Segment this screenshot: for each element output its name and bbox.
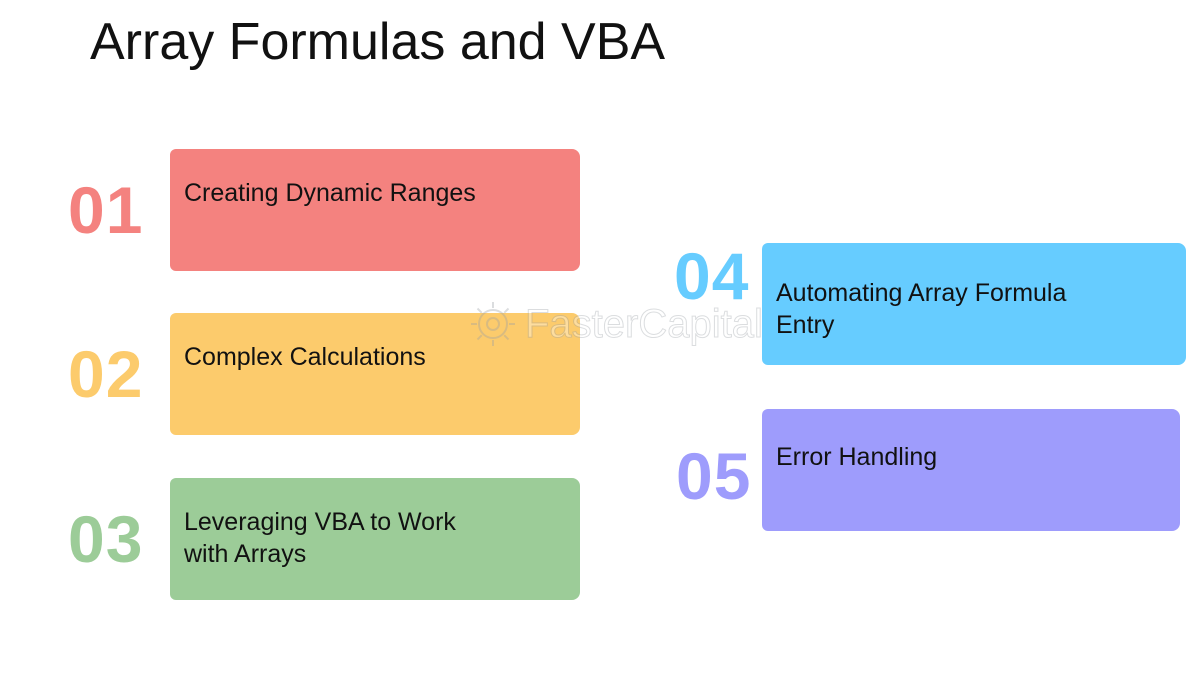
list-item-02: 02 Complex Calculations	[50, 313, 580, 435]
item-number: 05	[676, 439, 752, 513]
list-item-03: 03 Leveraging VBA to Work with Arrays	[50, 478, 580, 600]
item-card: Leveraging VBA to Work with Arrays	[176, 478, 580, 600]
item-number: 03	[68, 502, 144, 576]
item-label: Complex Calculations	[184, 343, 426, 371]
page-title: Array Formulas and VBA	[90, 13, 666, 71]
item-number: 02	[68, 337, 144, 411]
item-card: Creating Dynamic Ranges	[176, 149, 580, 271]
list-item-05: Error Handling 05	[670, 409, 1182, 531]
card-edge	[762, 409, 768, 531]
item-number: 04	[674, 239, 750, 313]
card-edge	[762, 243, 768, 365]
item-card: Error Handling	[768, 409, 1180, 531]
item-label: Creating Dynamic Ranges	[184, 179, 476, 207]
item-card: Automating Array Formula Entry	[768, 243, 1186, 365]
list-item-04: Automating Array Formula Entry 04	[670, 239, 1186, 365]
item-number: 01	[68, 173, 144, 247]
card-edge	[170, 149, 176, 271]
card-edge	[170, 313, 176, 435]
item-label: Automating Array Formula Entry	[776, 279, 1067, 339]
item-card: Complex Calculations	[176, 313, 580, 435]
item-label: Error Handling	[776, 443, 938, 471]
card-edge	[170, 478, 176, 600]
list-item-01: 01 Creating Dynamic Ranges	[50, 149, 580, 271]
item-label: Leveraging VBA to Work with Arrays	[184, 508, 456, 568]
